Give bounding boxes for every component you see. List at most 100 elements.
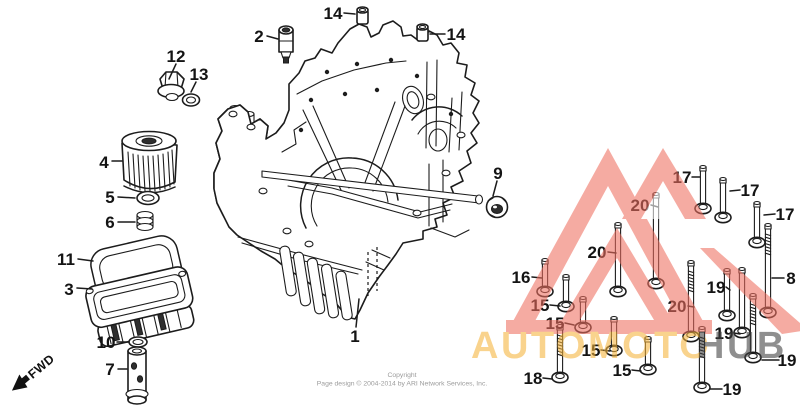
- cast-hole: [342, 91, 348, 97]
- cast-hole: [448, 111, 454, 117]
- part-callout-15: 15: [613, 361, 632, 380]
- part-callout-6: 6: [105, 213, 114, 232]
- cast-hole: [354, 61, 360, 67]
- callout-leader-line: [168, 63, 177, 80]
- watermark-triangle-large: [506, 148, 710, 334]
- part-callout-16: 16: [512, 268, 531, 287]
- callout-leader-line: [600, 349, 611, 352]
- part-12-drain-plug: [157, 71, 185, 102]
- sump-ribs: [279, 245, 353, 321]
- part-callout-3: 3: [64, 280, 73, 299]
- callout-leader-line: [763, 213, 776, 216]
- watermark-stripe: [700, 248, 800, 334]
- copyright-line-1: Copyright: [387, 372, 416, 379]
- part-7-oil-pipe: [125, 346, 149, 405]
- callout-leader-line: [190, 81, 197, 93]
- watermark-triangle-small: [663, 283, 691, 330]
- oval-opening: [402, 85, 424, 115]
- fwd-arrow-shaft: [19, 374, 30, 385]
- bolt: [639, 335, 657, 376]
- part-13-washer: [181, 93, 201, 107]
- callout-leader-line: [631, 369, 642, 372]
- fwd-arrowhead: [11, 374, 28, 391]
- part-callout-17: 17: [776, 205, 795, 224]
- part-14-dowel-a: [356, 6, 369, 25]
- callout-leader-line: [77, 258, 94, 262]
- cast-hole: [388, 57, 394, 63]
- cast-hole: [374, 87, 380, 93]
- callout-leader-line: [542, 377, 553, 380]
- clutch-arc-inner: [417, 120, 457, 135]
- part-2-sensor-bolt: [278, 25, 294, 64]
- crank-bore-arc-inner: [310, 167, 389, 227]
- part-6-spring-seat: [136, 210, 154, 232]
- cast-hole: [298, 127, 304, 133]
- crankcase-silhouette: [213, 20, 480, 320]
- tab-hole: [246, 123, 256, 131]
- part-callout-19: 19: [723, 380, 742, 399]
- callout-leader-line: [343, 12, 356, 15]
- watermark-peak-notch: [641, 181, 685, 219]
- part-callout-12: 12: [167, 47, 186, 66]
- part-5-washer: [136, 190, 160, 206]
- part-callout-7: 7: [105, 360, 114, 379]
- part-callout-14: 14: [447, 25, 466, 44]
- watermark-brand-gray: HUB: [697, 325, 787, 367]
- callout-leader-line: [266, 35, 279, 40]
- part-callout-8: 8: [786, 269, 795, 288]
- tab-hole: [282, 227, 292, 235]
- hidden-lines: [367, 247, 378, 296]
- center-slot: [425, 59, 438, 149]
- callout-leader-line: [725, 286, 731, 291]
- v-rib-right: [362, 101, 406, 192]
- clutch-arc-outer: [411, 106, 463, 121]
- callout-leader-line: [76, 287, 93, 290]
- cast-hole: [308, 97, 314, 103]
- split-flange-lines: [287, 179, 453, 219]
- tab-hole: [441, 169, 451, 177]
- oval-opening-inner: [406, 91, 420, 109]
- watermark-brand-amber: AUTOMOTO: [471, 325, 711, 367]
- part-1-crankcase: [213, 20, 484, 321]
- part-10-oring: [128, 336, 148, 348]
- tab-hole: [258, 187, 268, 195]
- callout-leader-line: [729, 189, 741, 192]
- part-callout-9: 9: [493, 164, 502, 183]
- cast-hole: [324, 69, 330, 75]
- fwd-label: FWD: [25, 352, 57, 382]
- part-callout-15: 15: [582, 341, 601, 360]
- callout-leader-line: [492, 180, 498, 197]
- part-callout-11: 11: [57, 250, 75, 269]
- v-rib-left: [302, 105, 350, 191]
- tab-hole: [426, 93, 436, 101]
- part-callout-13: 13: [190, 65, 209, 84]
- part-callout-19: 19: [778, 351, 797, 370]
- part-callout-19: 19: [715, 324, 734, 343]
- right-face-lines: [448, 91, 463, 153]
- part-9-flange-nut: [485, 195, 509, 219]
- left-step-edge: [281, 121, 307, 153]
- top-face-edge: [296, 60, 407, 95]
- callout-leader-line: [117, 196, 136, 199]
- bolt: [748, 200, 766, 249]
- cast-hole: [414, 73, 420, 79]
- part-callout-1: 1: [350, 327, 359, 346]
- watermark-triangle-medium: [556, 228, 678, 330]
- part-callout-18: 18: [524, 369, 543, 388]
- tab-hole: [412, 209, 422, 217]
- bolt: [744, 292, 762, 364]
- part-callout-14: 14: [324, 4, 343, 23]
- part-3-oil-strainer: [85, 266, 195, 348]
- part-callout-4: 4: [99, 153, 109, 172]
- clutch-hub: [428, 128, 448, 152]
- sump-face-lines: [365, 249, 391, 271]
- fwd-direction-arrow: FWD: [11, 352, 57, 391]
- part-14-dowel-b: [416, 23, 429, 42]
- callout-leader-line: [549, 304, 561, 307]
- bolt: [714, 176, 732, 224]
- copyright-line-2: Page design © 2004-2014 by ARI Network S…: [317, 380, 488, 388]
- watermark-logo: AUTOMOTO HUB: [471, 148, 800, 367]
- hanger-bar-end: [474, 194, 484, 205]
- watermark-bar: [506, 320, 712, 334]
